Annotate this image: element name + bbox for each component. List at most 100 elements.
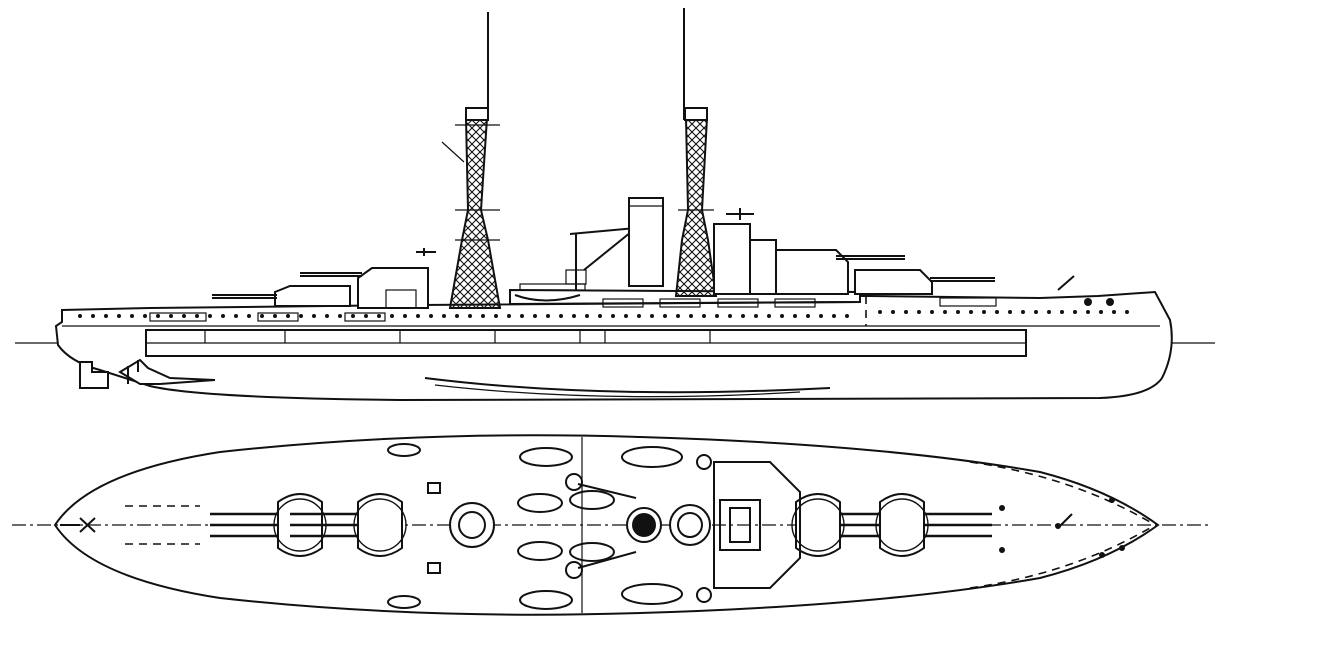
- porthole: [130, 314, 134, 318]
- porthole: [312, 314, 316, 318]
- porthole: [182, 314, 186, 318]
- porthole: [416, 314, 420, 318]
- porthole: [1112, 310, 1116, 314]
- porthole: [806, 314, 810, 318]
- ships-boat: [514, 294, 581, 302]
- porthole: [715, 314, 719, 318]
- profile-turret-4: [854, 269, 995, 295]
- porthole: [546, 314, 550, 318]
- hawse-pipe: [1106, 298, 1114, 306]
- stern-fittings: [60, 517, 96, 533]
- porthole: [494, 314, 498, 318]
- forecastle-edge: [969, 461, 1151, 523]
- porthole: [351, 314, 355, 318]
- porthole: [468, 314, 472, 318]
- plan-funnel: [626, 507, 662, 543]
- boat-chocks: [519, 283, 586, 291]
- plan-turret: [875, 493, 992, 557]
- porthole: [442, 314, 446, 318]
- porthole: [208, 314, 212, 318]
- porthole: [195, 314, 199, 318]
- porthole: [520, 314, 524, 318]
- porthole: [943, 310, 947, 314]
- porthole: [982, 310, 986, 314]
- turret-housing: [795, 493, 841, 557]
- porthole: [260, 314, 264, 318]
- plan-turret-group: [210, 493, 992, 557]
- main-cage-mast: [674, 8, 754, 297]
- bilge-keel-lower: [434, 384, 801, 398]
- porthole: [377, 314, 381, 318]
- propeller-blades: [127, 360, 139, 384]
- porthole: [429, 314, 433, 318]
- porthole: [507, 314, 511, 318]
- hull-profile: [54, 290, 1173, 402]
- porthole: [533, 314, 537, 318]
- porthole: [1099, 310, 1103, 314]
- profile-view: [15, 8, 1215, 402]
- aft-superstructure: [713, 223, 777, 295]
- funnel: [628, 197, 664, 287]
- porthole: [598, 314, 602, 318]
- porthole: [1060, 310, 1064, 314]
- propeller-shaft: [118, 358, 216, 385]
- porthole: [741, 314, 745, 318]
- fore-cage-mast: [416, 12, 502, 309]
- porthole: [702, 314, 706, 318]
- porthole: [390, 314, 394, 318]
- porthole: [1047, 310, 1051, 314]
- plan-turret: [290, 493, 407, 557]
- porthole: [845, 314, 849, 318]
- deck-hatch: [427, 482, 441, 494]
- rudder: [79, 361, 109, 389]
- porthole: [624, 314, 628, 318]
- porthole: [819, 314, 823, 318]
- porthole: [767, 314, 771, 318]
- hull-plan: [53, 434, 1160, 616]
- porthole: [273, 314, 277, 318]
- porthole: [247, 314, 251, 318]
- hawse-pipe: [1084, 298, 1092, 306]
- porthole: [1086, 310, 1090, 314]
- porthole: [455, 314, 459, 318]
- porthole: [904, 310, 908, 314]
- fore-spotting-top: [465, 107, 489, 121]
- porthole: [969, 310, 973, 314]
- profile-turret-1: [212, 285, 351, 307]
- porthole: [1008, 310, 1012, 314]
- bilge-keel: [424, 377, 831, 394]
- fore-lattice: [448, 117, 502, 309]
- bow-fittings: [999, 497, 1125, 558]
- porthole: [611, 314, 615, 318]
- boat-crane: [565, 227, 637, 290]
- porthole-row: [78, 310, 1129, 318]
- porthole: [325, 314, 329, 318]
- porthole: [234, 314, 238, 318]
- porthole: [793, 314, 797, 318]
- porthole: [663, 314, 667, 318]
- porthole: [364, 314, 368, 318]
- porthole: [917, 310, 921, 314]
- jack-staff: [1057, 275, 1075, 291]
- porthole: [891, 310, 895, 314]
- porthole: [143, 314, 147, 318]
- porthole: [754, 314, 758, 318]
- porthole: [1125, 310, 1129, 314]
- porthole: [91, 314, 95, 318]
- porthole: [1021, 310, 1025, 314]
- porthole: [338, 314, 342, 318]
- porthole: [559, 314, 563, 318]
- porthole: [169, 314, 173, 318]
- porthole: [878, 310, 882, 314]
- forecastle-edge: [969, 527, 1151, 589]
- porthole: [572, 314, 576, 318]
- porthole: [481, 314, 485, 318]
- plan-bridge: [713, 461, 801, 589]
- porthole: [156, 314, 160, 318]
- plan-cranes: [565, 454, 712, 603]
- deck-boats: [387, 443, 683, 610]
- porthole: [995, 310, 999, 314]
- porthole: [104, 314, 108, 318]
